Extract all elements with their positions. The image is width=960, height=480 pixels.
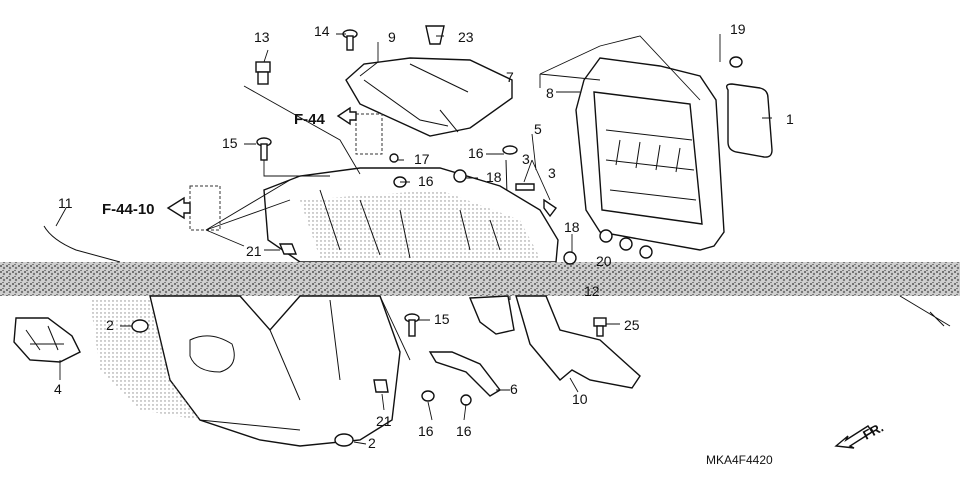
part-18-nut-b	[563, 251, 577, 265]
part-11-cable-right	[899, 295, 951, 327]
callout-5: 5	[534, 121, 542, 137]
callout-14: 14	[314, 23, 330, 39]
callout-17: 17	[414, 151, 430, 167]
callout-11: 11	[58, 195, 73, 211]
front-arrow-icon	[834, 425, 873, 449]
callout-20: 20	[596, 253, 612, 269]
callout-21a: 21	[246, 243, 262, 259]
callout-1: 1	[786, 111, 794, 127]
reference-f44: F-44	[294, 111, 326, 128]
part-3-clip-a	[515, 183, 535, 191]
part-8-lid-inner	[593, 91, 703, 225]
part-12-bracket	[468, 295, 515, 335]
part-6-bracket	[428, 351, 502, 397]
callout-16b: 16	[418, 173, 434, 189]
part-18-nut-a	[453, 169, 467, 183]
leader-lines	[55, 33, 772, 445]
part-20-washers	[599, 229, 653, 259]
part-4-lock	[13, 317, 81, 363]
reference-f4410: F-44-10	[102, 201, 155, 218]
lower-body-inner	[189, 299, 341, 431]
part-16-screw-d	[460, 394, 472, 406]
part-14-screw	[342, 29, 358, 51]
part-10-bracket	[515, 295, 641, 389]
callout-15b: 15	[434, 311, 450, 327]
callout-10: 10	[572, 391, 588, 407]
part-9-upper-cover	[345, 57, 513, 137]
part-4-lock-detail	[25, 325, 64, 351]
scan-distortion-band	[0, 262, 960, 296]
ref-box-f4410	[189, 185, 221, 231]
part-3-clip-b	[543, 198, 558, 218]
direction-label: FR.	[860, 420, 886, 443]
callout-15a: 15	[222, 135, 238, 151]
part-13-bolt	[255, 61, 271, 85]
part-21-clip-b	[373, 379, 389, 393]
part-1-gasket	[725, 83, 773, 158]
callout-4: 4	[54, 381, 62, 397]
callout-9: 9	[388, 29, 396, 45]
diagram-code: MKA4F4420	[706, 453, 773, 467]
part-2-grommet-b	[334, 433, 354, 447]
part-2-grommet-a	[131, 319, 149, 333]
callout-6: 6	[510, 381, 518, 397]
part-17-clip	[389, 153, 399, 163]
callout-3a: 3	[522, 151, 530, 167]
part-21-clip-a	[278, 243, 298, 255]
callout-2b: 2	[368, 435, 376, 451]
lower-body	[149, 295, 401, 447]
callout-18a: 18	[486, 169, 502, 185]
callout-13: 13	[254, 29, 270, 45]
callout-7: 7	[506, 69, 514, 85]
part-19-screw	[729, 56, 743, 68]
lower-body-shading	[90, 300, 200, 420]
part-9-cover-detail	[363, 63, 469, 133]
callout-16d: 16	[456, 423, 472, 439]
part-15-screw-a	[256, 137, 272, 161]
ref-box-f44	[355, 113, 383, 155]
part-25-bolt	[593, 317, 607, 337]
callout-21b: 21	[376, 413, 392, 429]
callout-3b: 3	[548, 165, 556, 181]
part-16-screw-a	[502, 145, 518, 155]
callout-12: 12	[584, 283, 600, 299]
callout-19: 19	[730, 21, 746, 37]
callout-25: 25	[624, 317, 640, 333]
ref-arrow-f4410	[166, 196, 191, 220]
callout-2a: 2	[106, 317, 114, 333]
callout-16c: 16	[418, 423, 434, 439]
upper-cowl-shading	[300, 190, 540, 258]
callout-23: 23	[458, 29, 474, 45]
part-8-lid-ribs	[605, 129, 697, 201]
upper-cowl-detail	[319, 189, 501, 259]
callout-18b: 18	[564, 219, 580, 235]
part-11-cable	[43, 225, 121, 263]
part-15-screw-b	[404, 313, 420, 337]
callout-16a: 16	[468, 145, 484, 161]
part-23-grommet	[425, 25, 445, 45]
ref-arrow-f44	[336, 106, 357, 126]
callout-8: 8	[546, 85, 554, 101]
part-16-screw-c	[421, 390, 435, 402]
